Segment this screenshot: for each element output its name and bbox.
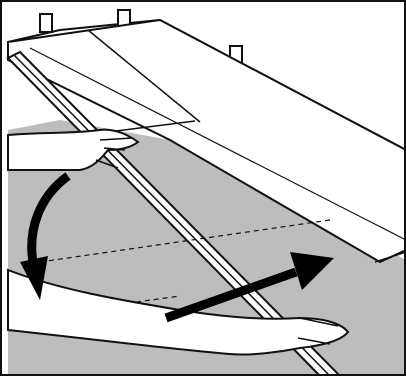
placement-guide-dashed — [39, 219, 331, 263]
plank-long-edge — [29, 47, 406, 241]
curved-arrow-down-icon — [20, 172, 71, 300]
spacer-wedge — [39, 13, 53, 33]
plank-seam — [374, 251, 406, 263]
right-hand-fingers — [297, 317, 339, 345]
straight-arrow-right-icon — [164, 252, 334, 323]
plank-seam — [87, 29, 201, 123]
left-hand-fingers — [95, 137, 133, 169]
